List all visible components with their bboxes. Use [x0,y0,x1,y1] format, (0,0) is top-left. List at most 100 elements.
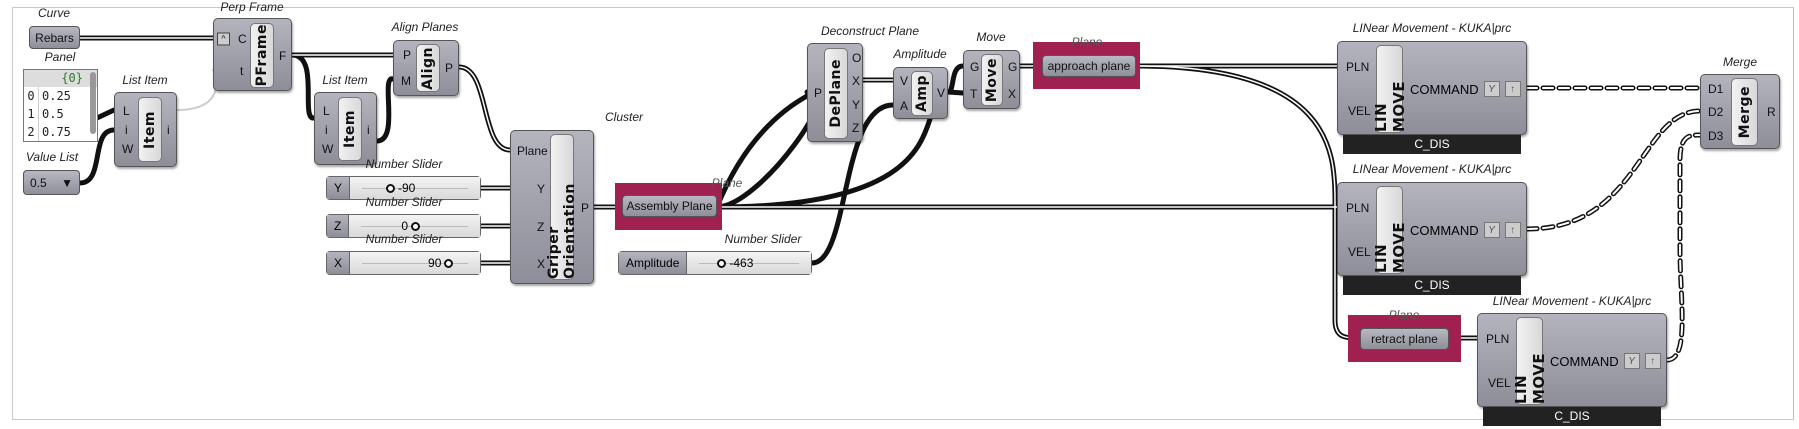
input-z[interactable]: Z [537,220,545,234]
input-w[interactable]: W [322,142,334,156]
input-pln[interactable]: PLN [1346,201,1370,215]
slider-knob[interactable] [386,183,396,193]
wire [94,107,117,121]
input-t[interactable]: t [240,64,244,78]
reparameterize-icon[interactable]: ^ [217,32,230,46]
output-x[interactable]: X [852,74,861,88]
move-component[interactable]: G T Move G X [963,50,1020,109]
input-w[interactable]: W [122,142,134,156]
output-g[interactable]: G [1008,60,1018,74]
slider-name: Y [327,177,351,199]
output-i[interactable]: i [367,123,370,137]
grasshopper-canvas[interactable] [12,7,1794,420]
cluster-griper-orientation[interactable]: Plane Y Z X Griper Orientation P [510,130,594,284]
wire [374,76,396,144]
input-vel[interactable]: VEL [1348,245,1371,259]
deconstruct-plane-label: Deconstruct Plane [820,24,920,38]
input-i[interactable]: i [125,123,128,137]
input-plane[interactable]: Plane [517,144,548,158]
curve-param-rebars[interactable]: Rebars [29,26,80,49]
wire [77,127,117,186]
input-m[interactable]: M [401,74,411,88]
plane-param-assembly[interactable]: Assembly Plane [622,195,717,217]
list-item-component[interactable]: L i W Item i [114,92,177,167]
number-slider-amplitude[interactable]: Amplitude -463 [618,251,812,275]
perp-frame-label: Perp Frame [220,0,284,14]
slider-knob[interactable] [717,258,727,268]
input-d2[interactable]: D2 [1708,105,1724,119]
component-name: Item [342,110,358,148]
slider-value: 90 [428,256,442,270]
number-slider-z[interactable]: Z 0 [326,214,481,238]
plane-param-approach[interactable]: approach plane [1042,55,1136,77]
graft-icon[interactable]: Y [1483,222,1500,238]
input-y[interactable]: Y [537,182,546,196]
slider-name: Amplitude [619,252,688,274]
input-g[interactable]: G [970,60,980,74]
slider-knob[interactable] [411,221,421,231]
input-p[interactable]: P [403,48,412,62]
output-y[interactable]: Y [852,98,861,112]
slider-name: Z [327,215,350,237]
perp-frame-component[interactable]: ^ C t PFrame F [213,18,292,91]
input-pln[interactable]: PLN [1486,332,1510,346]
number-slider-y[interactable]: Y -90 [326,176,481,200]
amplitude-component[interactable]: V A Amp V [893,67,948,119]
value-list[interactable]: 0.5 ▼ [23,170,80,195]
value-list-value: 0.5 [30,175,47,190]
input-vel[interactable]: VEL [1348,104,1371,118]
arrow-up-icon[interactable]: ↑ [1504,81,1521,97]
output-p[interactable]: P [581,201,590,215]
list-item-label: List Item [322,73,368,87]
input-x[interactable]: X [537,257,546,271]
component-name: Item [142,110,158,149]
input-p[interactable]: P [814,86,823,100]
output-x[interactable]: X [1008,87,1017,101]
input-pln[interactable]: PLN [1346,60,1370,74]
arrow-up-icon[interactable]: ↑ [1504,222,1521,238]
panel-scrollbar[interactable] [90,72,96,134]
input-l[interactable]: L [123,104,130,118]
input-c[interactable]: C [238,32,247,46]
output-r[interactable]: R [1767,105,1776,119]
output-p[interactable]: P [445,61,454,75]
number-slider-x[interactable]: X 90 [326,251,481,275]
dropdown-triangle-icon[interactable]: ▼ [61,175,73,190]
deconstruct-plane-component[interactable]: P DePlane O X Y Z [807,43,863,142]
align-planes-component[interactable]: P M Align P [393,40,459,96]
input-i[interactable]: i [325,123,328,137]
slider-knob[interactable] [444,258,454,268]
input-a[interactable]: A [900,99,909,113]
input-l[interactable]: L [323,104,330,118]
list-item-component[interactable]: L i W Item i [314,92,377,165]
plane-param-retract[interactable]: retract plane [1360,328,1449,350]
input-t[interactable]: T [970,87,978,101]
arrow-up-icon[interactable]: ↑ [1644,353,1661,369]
output-v[interactable]: V [937,86,946,100]
output-f[interactable]: F [279,49,287,63]
cluster-label: Cluster [604,110,644,124]
input-d3[interactable]: D3 [1708,129,1724,143]
graft-icon[interactable]: Y [1483,81,1500,97]
graft-icon[interactable]: Y [1623,353,1640,369]
wire [809,102,896,266]
curve-label: Curve [37,6,71,20]
input-d1[interactable]: D1 [1708,82,1724,96]
output-z[interactable]: Z [852,121,860,135]
input-vel[interactable]: VEL [1488,376,1511,390]
input-v[interactable]: V [900,74,909,88]
component-footer: C_DIS [1343,276,1521,295]
merge-label: Merge [1722,55,1758,69]
output-i[interactable]: i [167,123,170,137]
merge-component[interactable]: D1 D2 D3 Merge R [1700,74,1780,149]
output-o[interactable]: O [852,51,862,65]
